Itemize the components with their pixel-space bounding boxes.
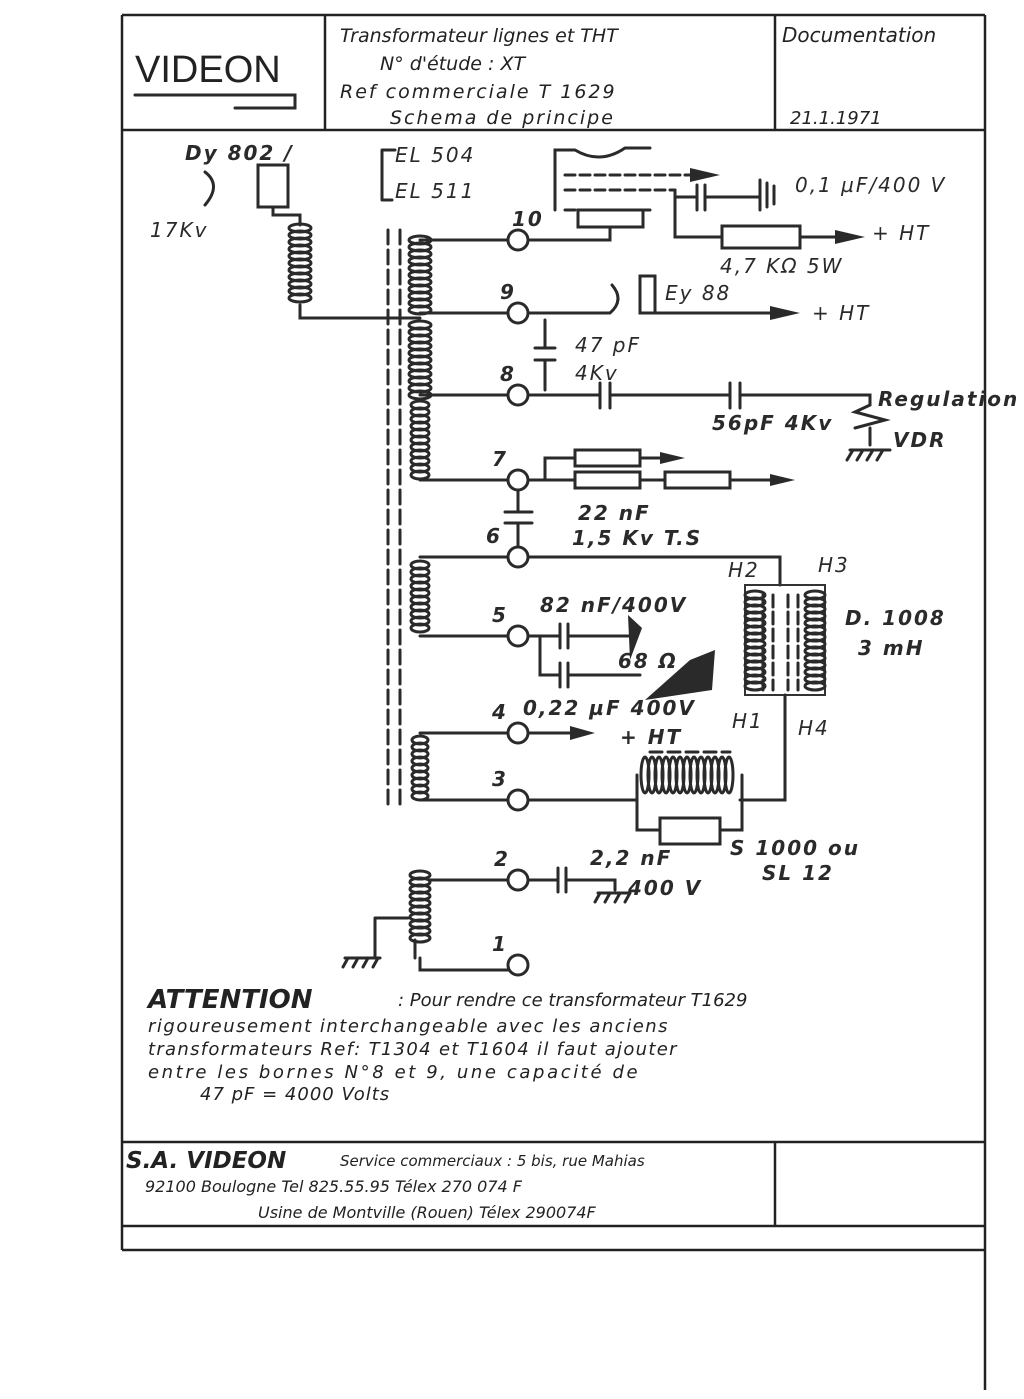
h2-label: H2 [728,558,760,582]
cap-22nf-voltage: 1,5 Kv T.S [572,526,702,550]
ht-label-1: + HT [872,221,930,245]
terminal-9 [506,301,530,325]
dy802-label: Dy 802 / [185,141,294,165]
terminal-label-3: 3 [492,767,508,791]
cap-22nf2-label: 2,2 nF [590,846,672,870]
videon-logo: VIDEON [135,49,281,91]
footer-line-2: 92100 Boulogne Tel 825.55.95 Télex 270 0… [145,1177,523,1196]
ht-label-3: + HT [620,725,682,749]
terminal-3 [506,788,530,812]
res-68-label: 68 Ω [618,649,678,673]
yoke-coil-left [743,589,767,692]
s1000-label: S 1000 ou [730,836,860,860]
linearity-coil [639,755,735,795]
footer-line-1: Service commerciaux : 5 bis, rue Mahias [340,1152,645,1170]
component-labels: Dy 802 / 17Kv EL 504 EL 511 0,1 µF/400 V… [150,141,1019,900]
documentation-label: Documentation [782,23,936,47]
note-line-4: entre les bornes N°8 et 9, une capacité … [148,1062,640,1083]
note-line-1: : Pour rendre ce transformateur T1629 [398,990,747,1011]
title-block: VIDEON Transformateur lignes et THT N° d… [133,23,936,129]
h3-label: H3 [818,553,850,577]
terminal-10 [506,228,530,252]
cap-22nf2-voltage: 400 V [627,876,702,900]
regulation-label: Regulation [878,387,1019,411]
terminal-label-2: 2 [494,847,510,871]
h4-label: H4 [798,716,830,740]
winding-6-5 [409,559,431,634]
terminal-label-6: 6 [486,524,502,548]
note-line-3: transformateurs Ref: T1304 et T1604 il f… [148,1039,678,1060]
note-line-2: rigoureusement interchangeable avec les … [148,1016,669,1037]
terminal-label-4: 4 [491,700,508,724]
terminal-label-7: 7 [492,447,508,471]
transformer-windings [287,222,827,944]
cap-022uf-label: 0,22 µF 400V [523,696,696,720]
footer-block: S.A. VIDEON Service commerciaux : 5 bis,… [126,1148,645,1222]
terminal-label-10: 10 [512,207,544,231]
title-line-1: Transformateur lignes et THT [340,25,619,47]
terminal-5 [506,624,530,648]
title-line-3: Ref commerciale T 1629 [340,81,617,103]
attention-heading: ATTENTION [146,985,313,1015]
dy802-coil [287,222,313,304]
terminal-4 [506,721,530,745]
terminal-6 [506,545,530,569]
circuit-wiring [203,146,892,972]
winding-4-3 [410,734,430,802]
el511-label: EL 511 [395,179,475,203]
res-47k-label: 4,7 KΩ 5W [720,254,843,278]
yoke-coil-right [803,589,827,692]
terminal-label-8: 8 [500,362,516,386]
cap-22nf-label: 22 nF [578,501,651,525]
terminal-2 [506,868,530,892]
terminal-label-9: 9 [500,280,516,304]
d1008-inductance: 3 mH [858,636,924,660]
winding-8 [407,319,433,401]
cap-47pf-label: 47 pF [575,333,641,357]
terminal-label-5: 5 [492,603,508,627]
cap-56pf-label: 56pF 4Kv [712,411,833,435]
winding-2-1 [408,869,432,944]
page-frame [120,13,987,1390]
terminal-8 [506,383,530,407]
attention-note: ATTENTION : Pour rendre ce transformateu… [146,985,747,1105]
primary-winding [407,234,433,316]
footer-line-3: Usine de Montville (Rouen) Télex 290074F [258,1203,597,1222]
terminal-1 [506,953,530,977]
h1-label: H1 [732,709,764,733]
el504-label: EL 504 [395,143,475,167]
cap-01uf-label: 0,1 µF/400 V [795,173,946,197]
ht-label-2: + HT [812,301,870,325]
winding-7 [409,399,431,481]
cap-47pf-voltage: 4Kv [575,361,619,385]
ey88-label: Ey 88 [665,281,731,305]
vdr-label: VDR [893,428,946,452]
title-line-4: Schema de principe [390,107,615,129]
terminal-7 [506,468,530,492]
note-line-5: 47 pF = 4000 Volts [200,1084,390,1105]
document-date: 21.1.1971 [790,108,882,129]
sl12-label: SL 12 [762,861,834,885]
transformer-terminals: 10 9 8 7 6 5 4 3 2 1 [486,207,544,977]
terminal-label-1: 1 [492,932,508,956]
footer-company: S.A. VIDEON [126,1148,286,1174]
17kv-label: 17Kv [150,218,208,242]
cap-82nf-label: 82 nF/400V [540,593,687,617]
title-line-2: N° d'étude : XT [380,53,526,75]
d1008-label: D. 1008 [845,606,946,630]
